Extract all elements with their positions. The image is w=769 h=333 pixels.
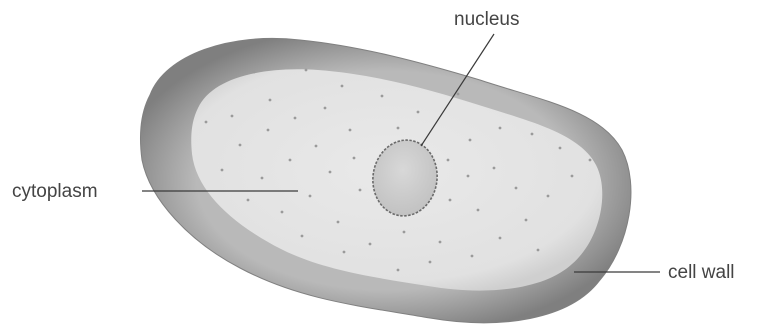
cell-wall-label: cell wall [668,262,735,283]
nucleus-label: nucleus [454,9,520,30]
cytoplasm-label: cytoplasm [12,181,98,202]
